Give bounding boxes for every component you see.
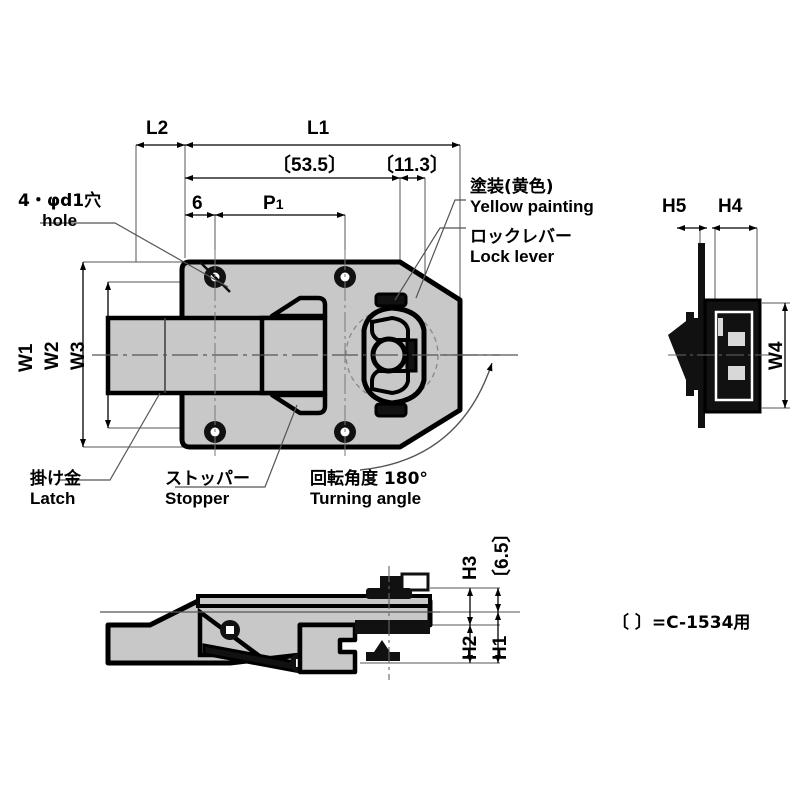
dim-label-l1: L1	[307, 118, 330, 139]
dim-label-h3: H3	[460, 555, 481, 580]
dim-label-l2: L2	[146, 118, 169, 139]
side-view-group	[668, 225, 790, 428]
dim-label-w2: W2	[42, 341, 63, 371]
callout-stopper-en: Stopper	[165, 489, 230, 509]
callout-yellow-painting-jp: 塗装(黄色)	[470, 177, 554, 197]
bracket-note: 〔 〕=C-1534用	[612, 613, 751, 633]
front-upper-plate	[196, 594, 432, 608]
callout-latch: 掛け金 Latch	[30, 469, 81, 509]
callout-stopper-jp: ストッパー	[165, 469, 250, 489]
stopper-upper	[269, 295, 328, 319]
callout-yellow-painting: 塗装(黄色) Yellow painting	[470, 177, 594, 217]
front-hook-body	[297, 622, 358, 675]
stopper-lower	[269, 392, 328, 416]
front-lever-flag	[400, 572, 430, 592]
dim-label-w1: W1	[16, 343, 37, 373]
dim-label-p1: P1	[263, 193, 284, 214]
dim-label-h5: H5	[662, 196, 687, 217]
dim-label-53-5: 〔53.5〕	[272, 155, 347, 176]
lock-lever-cap-bottom	[374, 402, 408, 418]
callout-lock-lever-en: Lock lever	[470, 247, 555, 267]
callout-hole-en: hole	[42, 211, 78, 231]
front-view-group	[100, 566, 520, 680]
callout-lock-lever: ロックレバー Lock lever	[470, 227, 572, 267]
front-pivot-upper	[220, 620, 240, 640]
front-lever-plate	[355, 620, 430, 634]
dim-label-w4: W4	[766, 341, 787, 371]
dim-label-6-5: 〔6.5〕	[492, 523, 513, 588]
side-window-upper	[728, 332, 745, 346]
lock-lever-lower-tab	[370, 369, 410, 396]
lock-lever-upper-tab	[370, 315, 410, 342]
dim-label-w3: W3	[68, 341, 89, 371]
callout-turning-angle-en: Turning angle	[310, 489, 422, 509]
callout-hole-jp: 4・φd1穴	[18, 191, 102, 211]
callout-latch-en: Latch	[30, 489, 76, 509]
dim-label-h1: H1	[490, 635, 511, 660]
leader-hole	[40, 222, 229, 288]
dim-label-h4: H4	[718, 196, 743, 217]
callout-hole: 4・φd1穴 hole	[18, 191, 102, 231]
callout-turning-angle-jp: 回転角度 180°	[310, 469, 428, 489]
front-lever-cam	[372, 640, 392, 655]
side-window-lower	[728, 366, 745, 380]
callout-stopper: ストッパー Stopper	[165, 469, 250, 509]
leader-stopper	[175, 404, 298, 488]
callout-lock-lever-jp: ロックレバー	[470, 227, 572, 247]
side-slot-upper	[718, 318, 723, 336]
side-housing-inner	[714, 310, 754, 402]
top-view-group	[40, 142, 520, 488]
leader-latch	[60, 392, 161, 481]
side-latch-plate	[686, 312, 694, 396]
leader-lock-lever	[394, 227, 466, 301]
front-lever-knob	[380, 576, 402, 590]
dim-label-h2: H2	[460, 635, 481, 660]
dim-label-11-3: 〔11.3〕	[375, 155, 449, 176]
turning-angle-arc	[359, 362, 493, 471]
callout-turning-angle: 回転角度 180° Turning angle	[310, 469, 428, 509]
leader-yellow-painting	[415, 199, 466, 299]
lock-lever-cap-top	[374, 292, 408, 308]
front-lever-base	[366, 652, 400, 661]
dim-label-6: 6	[192, 193, 203, 214]
callout-latch-jp: 掛け金	[30, 469, 81, 489]
callout-yellow-painting-en: Yellow painting	[470, 197, 594, 217]
